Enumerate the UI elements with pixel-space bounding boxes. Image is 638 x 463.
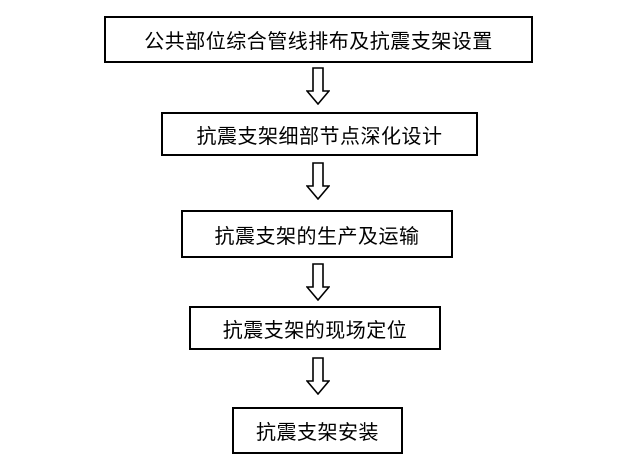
step-box-5: 抗震支架安装 [232,407,403,454]
step-box-1: 公共部位综合管线排布及抗震支架设置 [104,16,533,63]
step-label-3: 抗震支架的生产及运输 [214,223,420,248]
down-arrow-icon [306,162,330,200]
step-box-4: 抗震支架的现场定位 [189,306,441,350]
down-arrow-icon [306,357,330,395]
step-box-2: 抗震支架细部节点深化设计 [161,112,478,156]
step-label-2: 抗震支架细部节点深化设计 [196,123,443,148]
step-box-3: 抗震支架的生产及运输 [181,210,453,258]
step-label-4: 抗震支架的现场定位 [222,317,408,342]
step-label-1: 公共部位综合管线排布及抗震支架设置 [144,29,493,53]
down-arrow-icon [306,67,330,105]
step-label-5: 抗震支架安装 [256,420,379,444]
down-arrow-icon [306,263,330,301]
